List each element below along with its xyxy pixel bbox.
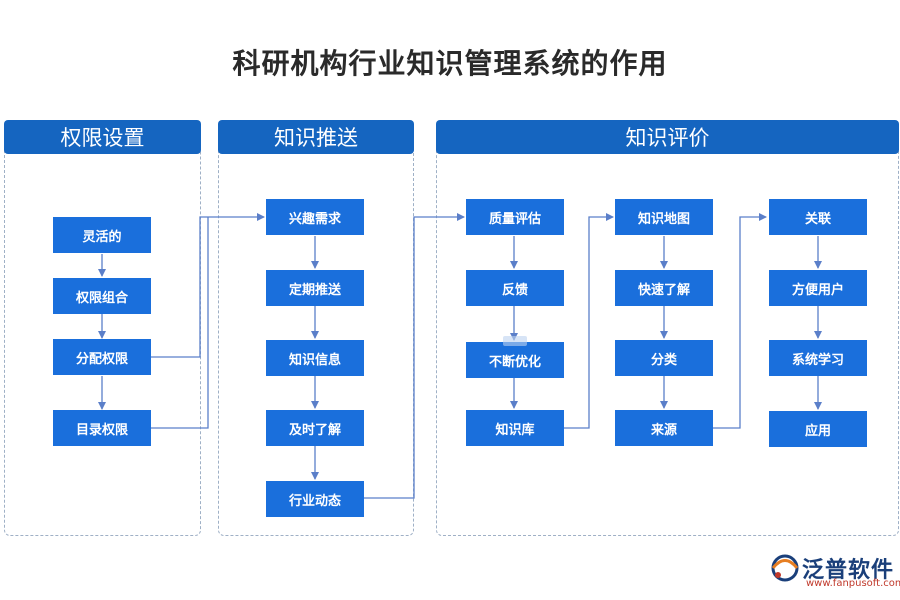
node-quick-understand: 快速了解 bbox=[615, 270, 713, 306]
brand-logo: 泛普软件 bbox=[768, 552, 894, 584]
brand-name: 泛普软件 bbox=[802, 558, 895, 583]
node-permission-combo: 权限组合 bbox=[53, 278, 151, 314]
node-knowledge-map: 知识地图 bbox=[615, 199, 713, 235]
node-flexible: 灵活的 bbox=[53, 217, 151, 253]
node-classify: 分类 bbox=[615, 340, 713, 376]
node-timely-understand: 及时了解 bbox=[266, 410, 364, 446]
panel-evaluation-header: 知识评价 bbox=[436, 120, 899, 154]
node-industry-trends: 行业动态 bbox=[266, 481, 364, 517]
fanpu-logo-icon bbox=[771, 554, 799, 582]
brand-url: www.fanpusoft.com bbox=[806, 578, 900, 589]
node-directory-permission: 目录权限 bbox=[53, 410, 151, 446]
panel-permission-header: 权限设置 bbox=[4, 120, 201, 154]
node-regular-push: 定期推送 bbox=[266, 270, 364, 306]
node-association: 关联 bbox=[769, 199, 867, 235]
node-quality-assessment: 质量评估 bbox=[466, 199, 564, 235]
node-application: 应用 bbox=[769, 411, 867, 447]
page-title: 科研机构行业知识管理系统的作用 bbox=[232, 47, 668, 80]
node-continuous-optimize: 不断优化 bbox=[466, 342, 564, 378]
node-feedback: 反馈 bbox=[466, 270, 564, 306]
node-knowledge-base: 知识库 bbox=[466, 410, 564, 446]
watermark-mark bbox=[503, 336, 527, 346]
node-convenient-users: 方便用户 bbox=[769, 270, 867, 306]
node-source: 来源 bbox=[615, 410, 713, 446]
node-knowledge-info: 知识信息 bbox=[266, 340, 364, 376]
node-assign-permission: 分配权限 bbox=[53, 339, 151, 375]
panel-push-header: 知识推送 bbox=[218, 120, 414, 154]
node-interest-demand: 兴趣需求 bbox=[266, 199, 364, 235]
node-systematic-learning: 系统学习 bbox=[769, 340, 867, 376]
